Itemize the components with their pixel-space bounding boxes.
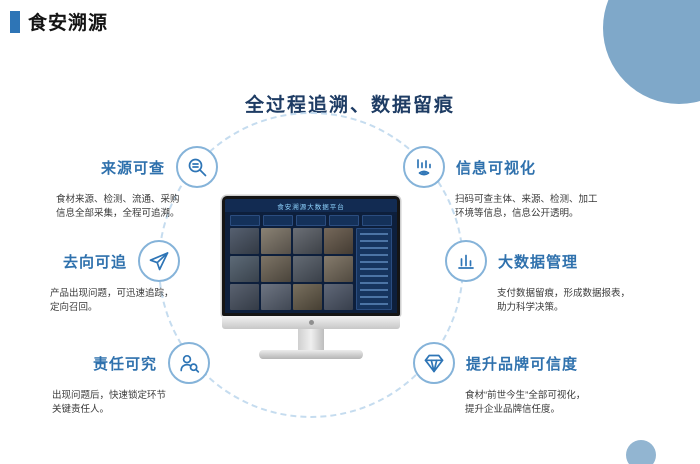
- monitor-screen: 食安溯源大数据平台: [222, 196, 400, 316]
- monitor-stand: [298, 329, 324, 351]
- page-header: 食安溯源: [10, 8, 108, 35]
- feature-responsibility-desc: 出现问题后，快速锁定环节 关键责任人。: [52, 390, 167, 416]
- monitor-base: [259, 350, 363, 359]
- feature-bigdata-title: 大数据管理: [498, 253, 579, 271]
- camera-feed: [323, 256, 353, 282]
- page-title: 食安溯源: [28, 13, 109, 34]
- dashboard-body: [225, 228, 397, 312]
- dashboard-stats: [225, 212, 397, 228]
- camera-feed: [323, 228, 353, 254]
- feature-visualization-desc: 扫码可查主体、来源、检测、加工 环境等信息，信息公开透明。: [455, 194, 598, 220]
- feature-visualization-title: 信息可视化: [456, 159, 537, 177]
- monitor-chin: [222, 316, 400, 329]
- section-title: 全过程追溯、数据留痕: [244, 95, 455, 116]
- dashboard-title: 食安溯源大数据平台: [277, 203, 345, 211]
- decorative-circle-bottom-right: [626, 440, 656, 464]
- stat-box: [362, 215, 392, 226]
- camera-grid: [230, 228, 353, 310]
- camera-feed: [292, 256, 322, 282]
- feature-bigdata: 大数据管理 支付数据留痕，形成数据报表， 助力科学决策。: [445, 240, 655, 316]
- feature-destination: 去向可追 产品出现问题，可迅速追踪， 定向召回。: [50, 240, 180, 316]
- camera-feed: [292, 284, 322, 310]
- dashboard-header: 食安溯源大数据平台: [225, 199, 397, 212]
- diamond-icon: [413, 342, 455, 384]
- stat-box: [296, 215, 326, 226]
- camera-feed: [230, 256, 260, 282]
- feature-responsibility: 责任可究 出现问题后，快速锁定环节 关键责任人。: [52, 342, 210, 418]
- stat-box: [329, 215, 359, 226]
- feature-destination-title: 去向可追: [62, 253, 127, 271]
- camera-feed: [261, 256, 291, 282]
- feature-bigdata-desc: 支付数据留痕，形成数据报表， 助力科学决策。: [497, 288, 631, 314]
- feature-brand-desc: 食材“前世今生”全部可视化， 提升企业品牌信任度。: [465, 390, 586, 416]
- feature-source-title: 来源可查: [100, 159, 165, 177]
- feature-visualization: 信息可视化 扫码可查主体、来源、检测、加工 环境等信息，信息公开透明。: [403, 146, 603, 222]
- person-search-icon: [168, 342, 210, 384]
- feature-brand-title: 提升品牌可信度: [466, 355, 579, 373]
- camera-feed: [261, 228, 291, 254]
- camera-feed: [230, 284, 260, 310]
- decorative-circle-top-right: [603, 0, 700, 104]
- search-icon: [176, 146, 218, 188]
- camera-feed: [261, 284, 291, 310]
- stat-box: [263, 215, 293, 226]
- feature-destination-desc: 产品出现问题，可迅速追踪， 定向召回。: [50, 288, 174, 314]
- monitor: 食安溯源大数据平台: [222, 196, 400, 359]
- apple-logo-icon: [308, 320, 314, 325]
- stat-box: [230, 215, 260, 226]
- feature-brand: 提升品牌可信度 食材“前世今生”全部可视化， 提升企业品牌信任度。: [413, 342, 633, 418]
- feature-source: 来源可查 食材来源、检测、流通、采购 信息全部采集，全程可追溯。: [56, 146, 218, 222]
- chart-eye-icon: [403, 146, 445, 188]
- send-icon: [138, 240, 180, 282]
- header-accent-bar: [10, 10, 20, 33]
- bar-chart-icon: [445, 240, 487, 282]
- feature-responsibility-title: 责任可究: [92, 355, 157, 373]
- dashboard-table: [356, 228, 392, 310]
- camera-feed: [230, 228, 260, 254]
- feature-source-desc: 食材来源、检测、流通、采购 信息全部采集，全程可追溯。: [56, 194, 180, 220]
- camera-feed: [292, 228, 322, 254]
- camera-feed: [323, 284, 353, 310]
